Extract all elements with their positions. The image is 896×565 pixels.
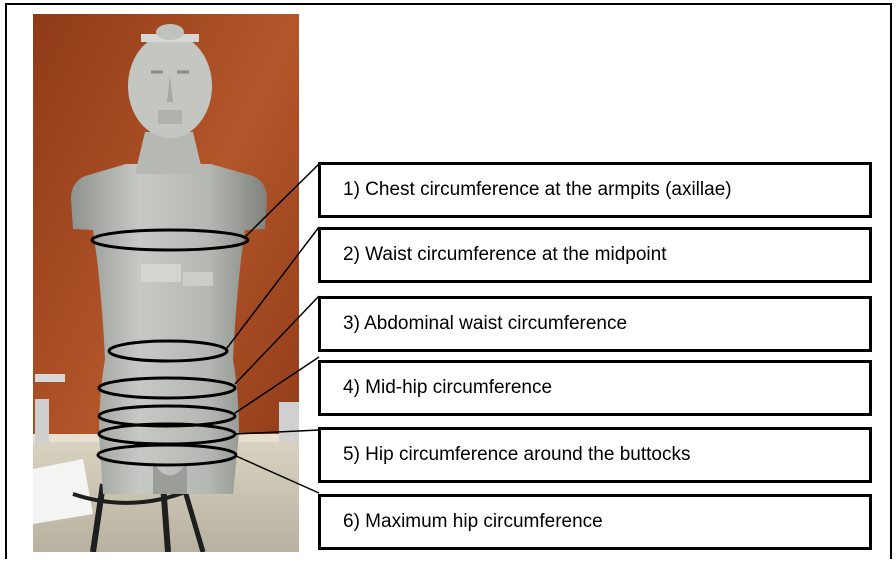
mannequin-photo xyxy=(33,14,299,552)
label-hip-buttocks: 5) Hip circumference around the buttocks xyxy=(318,427,872,483)
label-max-hip: 6) Maximum hip circumference xyxy=(318,494,872,550)
label-waist-midpoint: 2) Waist circumference at the midpoint xyxy=(318,227,872,283)
label-abdominal-waist: 3) Abdominal waist circumference xyxy=(318,296,872,352)
label-chest: 1) Chest circumference at the armpits (a… xyxy=(318,162,872,218)
label-mid-hip: 4) Mid-hip circumference xyxy=(318,360,872,416)
